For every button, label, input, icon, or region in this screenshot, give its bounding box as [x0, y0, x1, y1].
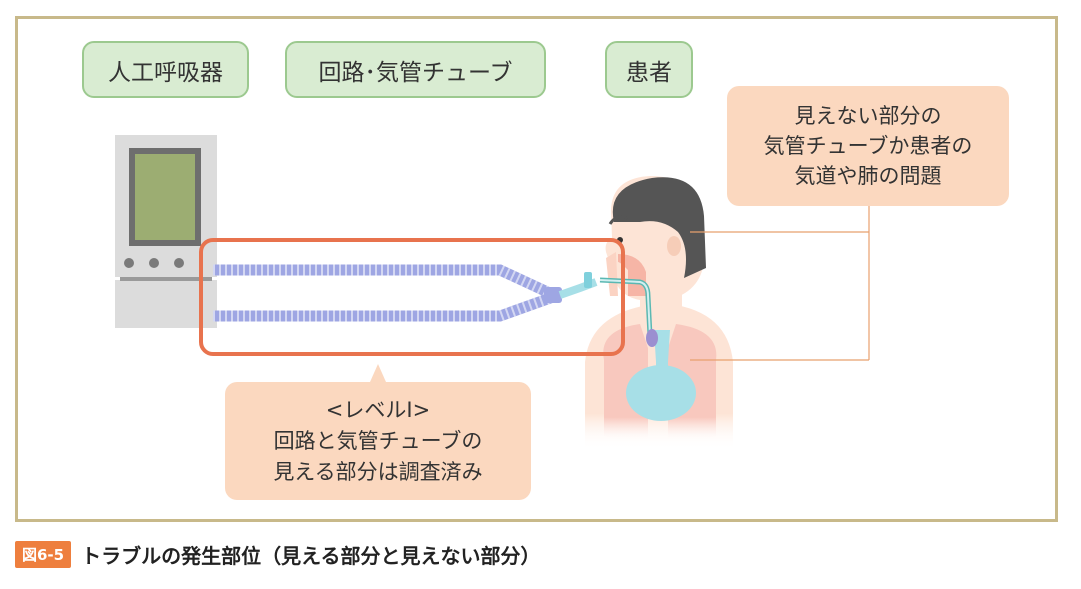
ventilator-knob — [149, 258, 159, 268]
ventilator-illustration — [115, 135, 217, 328]
patient-eyebrow — [608, 215, 629, 225]
ventilator-knob — [174, 258, 184, 268]
callout-hidden-line: 気道や肺の問題 — [794, 164, 942, 188]
callout-visible-line: <レベルⅠ> — [325, 397, 431, 422]
visible-part-highlight — [199, 238, 625, 356]
callout-visible-part: <レベルⅠ> 回路と気管チューブの 見える部分は調査済み — [225, 382, 531, 500]
patient-lung-bag — [626, 365, 696, 421]
figure-title: トラブルの発生部位（見える部分と見えない部分） — [81, 543, 541, 568]
y-piece — [544, 287, 562, 303]
callout-hidden-line: 見えない部分の — [794, 104, 942, 128]
callout-hidden-part: 見えない部分の 気管チューブか患者の 気道や肺の問題 — [727, 86, 1009, 206]
patient-hair — [612, 177, 706, 278]
patient-illustration — [585, 176, 733, 450]
callout-visible-line: 回路と気管チューブの — [273, 428, 483, 453]
callout-pointer — [370, 364, 386, 382]
figure-number-badge: 図6-5 — [15, 540, 72, 568]
ventilator-screen — [135, 154, 195, 240]
connector-end — [584, 272, 592, 288]
tube-cuff — [646, 329, 658, 347]
figure-caption: 図6-5 トラブルの発生部位（見える部分と見えない部分） — [15, 539, 541, 569]
endotracheal-tube — [599, 277, 658, 347]
inspiratory-tube — [213, 264, 559, 301]
expiratory-tube — [213, 290, 558, 322]
label-circuit: 回路･気管チューブ — [285, 41, 546, 98]
callout-hidden-line: 気管チューブか患者の — [763, 134, 973, 158]
patient-mouth — [606, 252, 618, 296]
ventilator-knob — [124, 258, 134, 268]
callout-leader-lines — [690, 206, 870, 361]
ventilator-circuit — [213, 264, 598, 322]
ventilator-divider — [120, 277, 212, 281]
callout-visible-line: 見える部分は調査済み — [273, 459, 483, 484]
label-ventilator: 人工呼吸器 — [82, 41, 249, 98]
patient-ear — [667, 236, 681, 256]
label-patient: 患者 — [605, 41, 693, 98]
